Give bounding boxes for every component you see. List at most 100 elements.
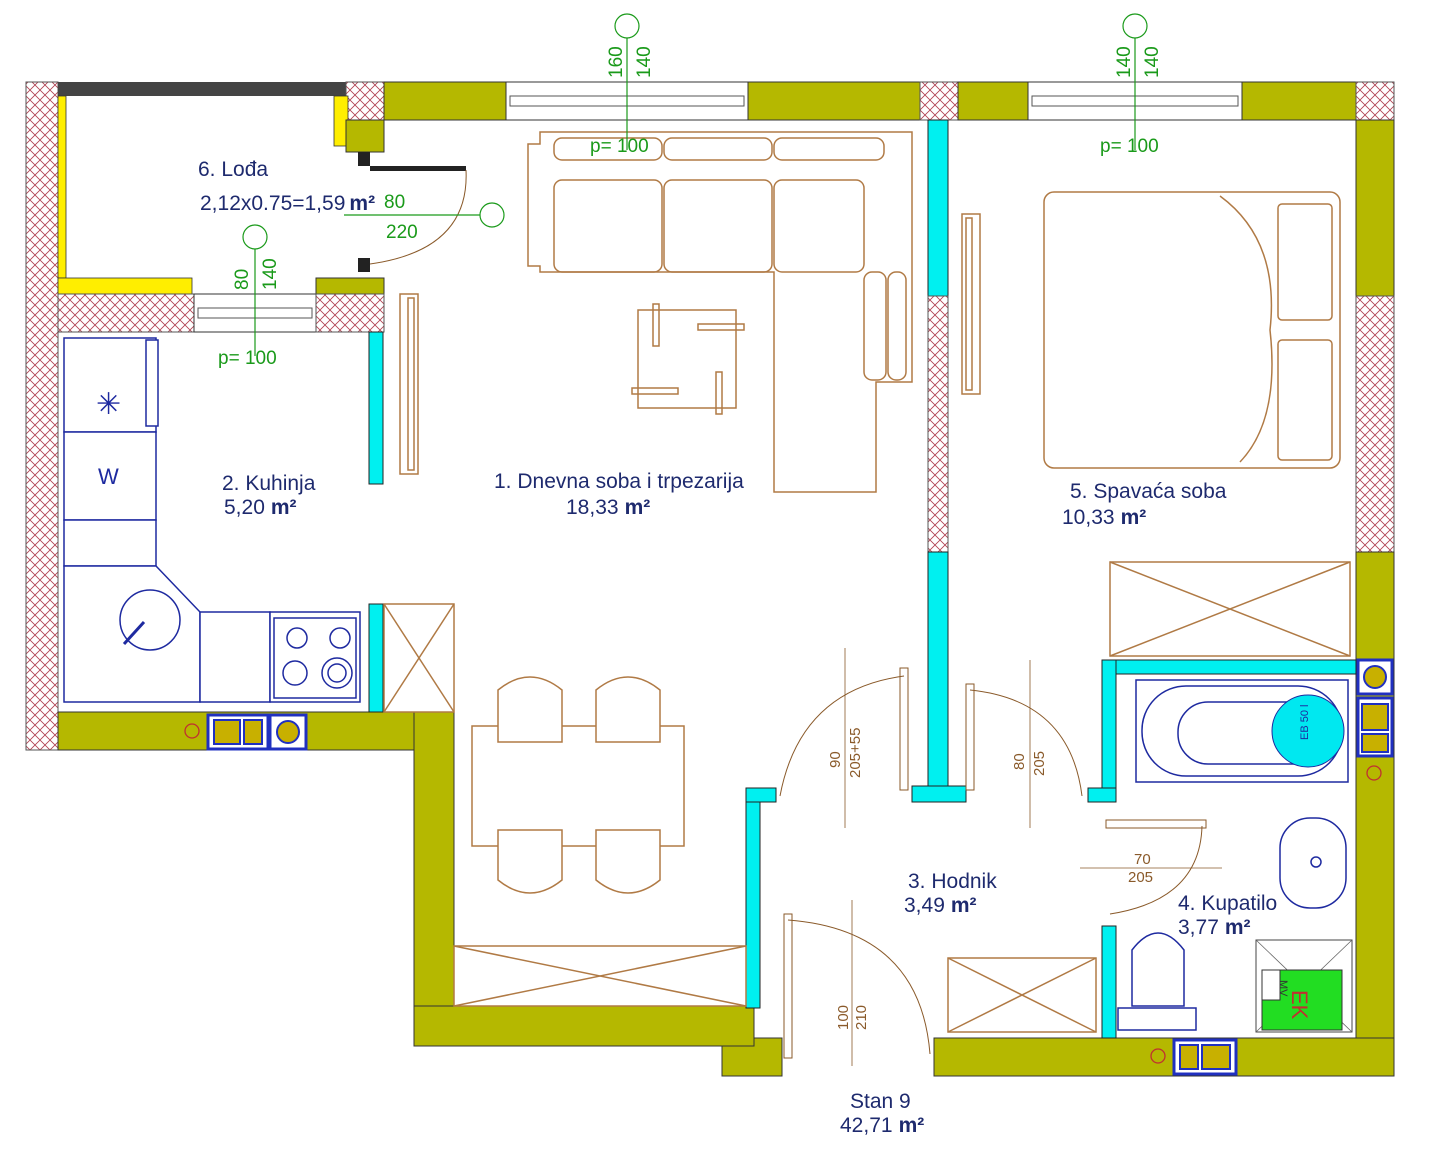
- burner-3: [282, 660, 308, 686]
- loggia-door-leaf: [370, 166, 466, 171]
- wall-top-2: [747, 81, 921, 121]
- fridge: [63, 337, 157, 433]
- counter-mid: [199, 611, 271, 703]
- burner-1: [286, 627, 308, 649]
- living-door-swing: [779, 675, 905, 797]
- sofa-cushion-1: [553, 137, 663, 161]
- room-name-spavaca: 5. Spavaća soba: [1070, 480, 1227, 503]
- room-name-kupatilo: 4. Kupatilo: [1178, 892, 1277, 915]
- door-dimension-labels: 90 205+55 80 205 70 205 100 210: [827, 728, 1153, 1030]
- coffee-table-part-3: [631, 387, 679, 395]
- entry-door-leaf[interactable]: [783, 913, 793, 1059]
- sofa-seat-1: [553, 179, 663, 273]
- duct-box-entry-left: [1179, 1044, 1199, 1070]
- wall-right-1: [1355, 119, 1395, 297]
- apartment-area-value: 42,71: [840, 1114, 893, 1137]
- fridge-door: [145, 339, 159, 427]
- room-area-lodja-unit: m²: [349, 192, 375, 215]
- loggia-parapet: [58, 82, 346, 96]
- loggia-railing-bottom: [57, 277, 193, 295]
- room-area-kuhinja-unit: m²: [271, 496, 297, 519]
- installation-circle: [184, 723, 200, 739]
- loggia-door-jamb-bottom: [358, 258, 370, 272]
- bedroom-tv: [961, 213, 981, 395]
- duct-box-2-pipe: [276, 720, 300, 744]
- bath-door-leaf[interactable]: [1105, 819, 1207, 829]
- wall-bottom-right: [933, 1037, 1395, 1077]
- room-area-dnevna-unit: m²: [625, 496, 651, 519]
- toilet-bowl: [1131, 932, 1185, 1007]
- water-meter-label: MV: [1277, 980, 1289, 997]
- tv-screen: [407, 297, 415, 471]
- partition-bed-top: [927, 119, 949, 297]
- sink-bowl: [119, 589, 181, 651]
- room-area-dnevna-value: 18,33: [566, 496, 619, 519]
- sink-tap: [122, 620, 146, 646]
- partition-bed-hatched: [927, 295, 949, 553]
- apartment-area-unit: m²: [899, 1114, 925, 1137]
- room-area-hodnik-value: 3,49: [904, 894, 945, 917]
- sofa-seat-2: [663, 179, 773, 273]
- bathroom-fixtures: EB 50 l EK MV: [1117, 679, 1353, 1033]
- wall-dining-left: [413, 711, 455, 1047]
- partition-kitchen: [368, 331, 384, 485]
- dining-storage-cross-2: [453, 945, 747, 1007]
- double-bed: [1043, 191, 1341, 469]
- room-name-lodja: 6. Lođa: [198, 158, 268, 181]
- living-door-leaf[interactable]: [899, 667, 909, 791]
- wall-loggia-stub-bottom: [315, 277, 385, 297]
- coffee-table-part-4: [715, 371, 723, 415]
- partition-bath-cap: [1087, 787, 1117, 803]
- wall-column-1: [345, 81, 385, 121]
- living-furniture: [399, 131, 913, 1007]
- loggia-railing-left: [57, 95, 67, 279]
- wall-right-hatched: [1355, 295, 1395, 553]
- apartment-name: Stan 9: [850, 1090, 911, 1113]
- water-meter: [1261, 969, 1281, 1001]
- living-window-marker: [614, 13, 640, 39]
- kitchen-window-marker: [242, 224, 268, 250]
- wall-kitchen-top-right: [315, 293, 385, 333]
- entry-door-swing: [787, 919, 931, 1055]
- washer: [63, 431, 157, 521]
- partition-bath-top: [1101, 659, 1357, 675]
- bathroom-installations: [1150, 658, 1394, 1076]
- dining-chair: [497, 829, 563, 894]
- bedroom-window-label-1: 140: [1114, 46, 1135, 78]
- wall-loggia-stub-top: [345, 119, 385, 153]
- partition-kitchen-low: [368, 603, 384, 713]
- bedroom-door-swing: [969, 689, 1083, 797]
- duct-box-bath-2-top: [1361, 703, 1389, 731]
- sofa-back-cushion-1: [863, 271, 887, 381]
- room-area-spavaca-value: 10,33: [1062, 506, 1115, 529]
- bedroom-door-leaf[interactable]: [965, 683, 975, 791]
- kitchen-installations: [184, 713, 308, 751]
- boiler: [1271, 694, 1345, 768]
- dining-chair: [497, 676, 563, 743]
- bedroom-furniture: [961, 191, 1351, 657]
- loggia-door-jamb-top: [358, 152, 370, 166]
- partition-bed-bottom: [927, 551, 949, 789]
- pillow-1: [1277, 203, 1333, 321]
- room-name-kuhinja: 2. Kuhinja: [222, 472, 316, 495]
- dining-chair: [595, 829, 661, 894]
- bedroom-door-height: 205: [1031, 751, 1048, 776]
- bath-door-width: 70: [1134, 851, 1151, 868]
- partition-bath-left: [1101, 659, 1117, 803]
- coffee-table: [637, 309, 737, 409]
- bedroom-window-label-2: 140: [1142, 46, 1163, 78]
- entry-door-height: 210: [853, 1005, 870, 1030]
- tv-unit: [399, 293, 419, 475]
- coffee-table-part-2: [697, 323, 745, 331]
- wall-top-3: [957, 81, 1029, 121]
- bath-door-swing: [1109, 825, 1203, 915]
- loggia-door-marker: [479, 202, 505, 228]
- coffee-table-part-1: [652, 303, 660, 347]
- hall-storage-cross-2: [947, 957, 1097, 1033]
- boiler-label: EB 50 l: [1299, 705, 1311, 740]
- room-area-lodja-value: 2,12x0.75=1,59: [200, 192, 345, 215]
